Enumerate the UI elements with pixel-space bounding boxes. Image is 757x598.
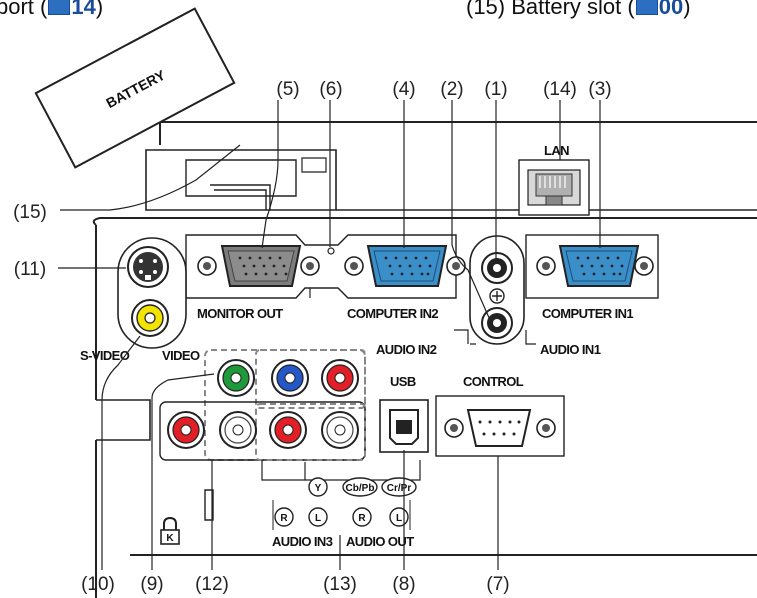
- audio-in3-r-label: R: [280, 513, 288, 524]
- callout-10: (10): [81, 574, 115, 595]
- callout-5: (5): [276, 79, 299, 100]
- battery-slot-latch: [210, 184, 271, 210]
- audio-in3-l-jack[interactable]: [219, 411, 257, 449]
- callout-9: (9): [140, 574, 163, 595]
- callout-1: (1): [484, 79, 507, 100]
- video-label: VIDEO: [162, 348, 200, 363]
- audio-in3-label: AUDIO IN3: [272, 534, 333, 549]
- callout-12: (12): [195, 574, 229, 595]
- callout-14: (14): [543, 79, 577, 100]
- y-label: Y: [315, 483, 322, 494]
- manual-book-icon: [635, 0, 658, 15]
- cr-pr-red-jack[interactable]: [321, 359, 359, 397]
- security-lock-icon: K: [160, 516, 180, 545]
- jack-legend-bracket: [261, 460, 421, 481]
- caption-left-text: port (: [0, 0, 48, 19]
- audio-out-r-label: R: [358, 513, 366, 524]
- cb-pb-label: Cb/Pb: [346, 483, 375, 494]
- cb-pb-blue-jack[interactable]: [271, 359, 309, 397]
- control-port[interactable]: [435, 395, 565, 457]
- panel-notch: [96, 399, 151, 441]
- callout-15: (15): [13, 202, 47, 223]
- audio-in1-label: AUDIO IN1: [540, 342, 601, 357]
- audio-in2-label: AUDIO IN2: [376, 342, 437, 357]
- callout-3: (3): [588, 79, 611, 100]
- battery-slot-recess: [145, 149, 337, 211]
- lan-port[interactable]: [518, 159, 590, 216]
- callout-11: (11): [14, 259, 46, 280]
- audio-out-l-label: L: [396, 513, 402, 524]
- leader-lines: [58, 100, 601, 570]
- callout-7: (7): [486, 574, 509, 595]
- caption-right-ref: 00: [658, 0, 684, 19]
- lower-panel-top-edge: [92, 217, 757, 226]
- battery-cover: BATTERY: [34, 7, 236, 169]
- callout-8: (8): [392, 574, 415, 595]
- caption-right-text: (15) Battery slot (: [466, 0, 635, 19]
- vga-enclosure-group: [185, 234, 457, 299]
- video-port[interactable]: [131, 299, 169, 337]
- component-top-outline: [255, 349, 366, 409]
- callout-6: (6): [319, 79, 342, 100]
- indicator-hole: [327, 247, 335, 255]
- vga-pins: [238, 256, 624, 276]
- audio-out-l-jack[interactable]: [321, 411, 359, 449]
- computer-in2-label: COMPUTER IN2: [347, 306, 438, 321]
- callout-13: (13): [323, 574, 357, 595]
- usb-port[interactable]: [379, 399, 429, 453]
- computer-in2-port[interactable]: [344, 245, 466, 287]
- audio-in-jacks[interactable]: [469, 235, 525, 345]
- monitor-out-port[interactable]: [197, 245, 320, 287]
- monitor-out-label: MONITOR OUT: [197, 306, 283, 321]
- caption-left-ref: 14: [71, 0, 96, 19]
- jack-legend: Y Cb/Pb Cr/Pr R L R L: [272, 477, 417, 530]
- caption-right: (15) Battery slot ( 00): [466, 0, 691, 20]
- battery-slot-tab: [301, 157, 327, 173]
- s-video-port[interactable]: [127, 246, 169, 288]
- cr-pr-label: Cr/Pr: [387, 483, 412, 494]
- svg-text:K: K: [166, 533, 174, 544]
- callout-4: (4): [392, 79, 415, 100]
- audio-out-label: AUDIO OUT: [346, 534, 414, 549]
- control-label: CONTROL: [463, 374, 524, 389]
- caption-left-close: ): [95, 0, 104, 19]
- caption-left: port ( 14): [0, 0, 103, 20]
- audio-in3-r-jack[interactable]: [167, 411, 205, 449]
- caption-right-close: ): [683, 0, 691, 19]
- s-video-label: S-VIDEO: [80, 348, 130, 363]
- callout-2: (2): [440, 79, 463, 100]
- manual-book-icon: [48, 0, 71, 15]
- computer-in1-port[interactable]: [525, 234, 659, 299]
- audio-in3-l-label: L: [315, 513, 321, 524]
- panel-slot: [204, 489, 214, 521]
- battery-slot-inner: [185, 159, 297, 197]
- computer-in1-label: COMPUTER IN1: [542, 306, 633, 321]
- lan-label: LAN: [544, 143, 569, 158]
- usb-label: USB: [390, 374, 416, 389]
- audio-out-r-jack[interactable]: [269, 411, 307, 449]
- y-green-jack[interactable]: [217, 359, 255, 397]
